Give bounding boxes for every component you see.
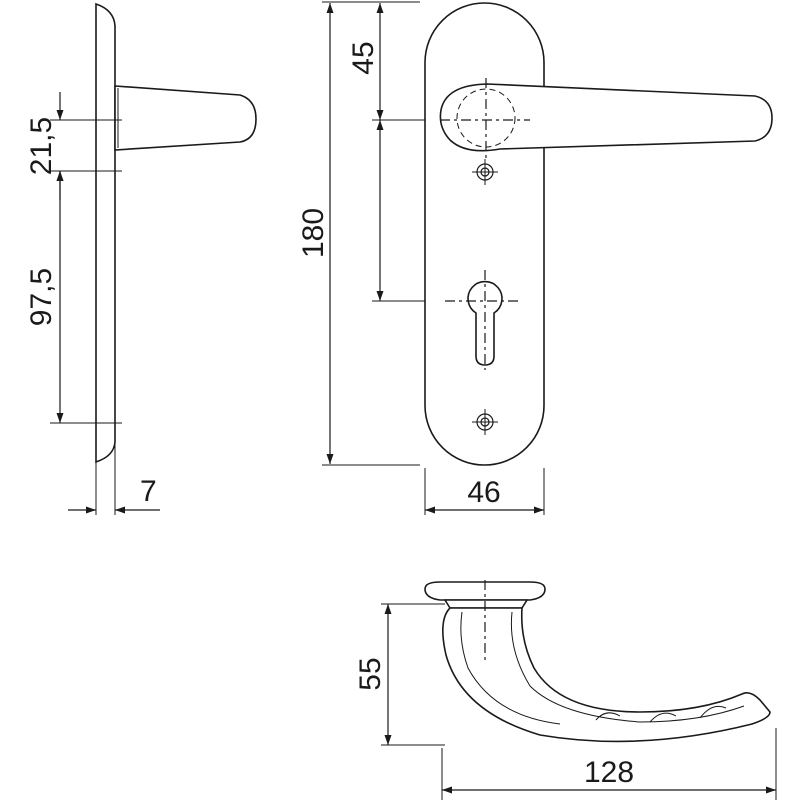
- dim-plate-width: 46: [467, 476, 500, 509]
- side-view: 21,5 97,5 7: [25, 2, 257, 515]
- top-lever: [442, 607, 771, 743]
- dim-handle-length: 128: [584, 756, 634, 789]
- top-rose: [424, 581, 546, 601]
- dim-plate-thickness: 7: [140, 475, 157, 508]
- dim-side-offset: 21,5: [25, 117, 58, 175]
- dim-side-spacing: 97,5: [25, 268, 58, 326]
- front-lever: [439, 83, 773, 152]
- dim-handle-projection: 55: [354, 657, 387, 690]
- side-handle: [114, 85, 257, 151]
- keyhole-icon: [467, 280, 503, 366]
- dim-plate-height: 180: [297, 208, 330, 258]
- dim-handle-axis-offset: 45: [347, 41, 380, 74]
- top-screw-icon: [472, 159, 498, 185]
- front-view: 180 45 46: [297, 1, 773, 515]
- side-plate: [95, 2, 116, 464]
- front-backplate: [424, 2, 545, 466]
- bottom-screw-icon: [472, 409, 498, 435]
- top-view: 55 128: [354, 580, 777, 800]
